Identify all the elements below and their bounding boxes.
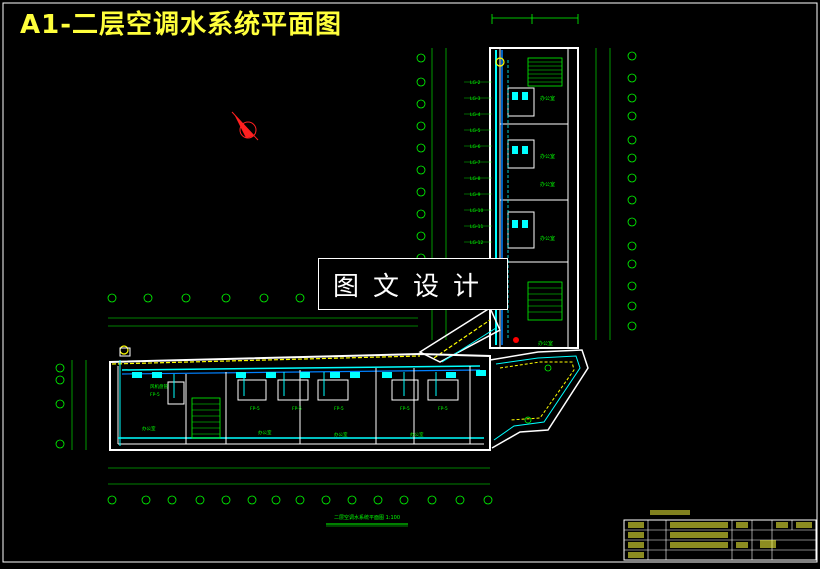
svg-text:LG-9: LG-9 xyxy=(470,192,481,198)
svg-text:FP-5: FP-5 xyxy=(400,406,410,412)
north-arrow-icon xyxy=(231,111,259,141)
svg-text:LG-6: LG-6 xyxy=(470,144,481,150)
drawing-title: A1-二层空调水系统平面图 xyxy=(20,10,343,40)
svg-text:风机盘管: 风机盘管 xyxy=(150,383,168,390)
svg-text:办公室: 办公室 xyxy=(410,431,424,438)
svg-text:办公室: 办公室 xyxy=(540,95,555,102)
svg-text:FP-5: FP-5 xyxy=(334,406,344,412)
svg-text:LG-4: LG-4 xyxy=(470,112,481,118)
svg-text:办公室: 办公室 xyxy=(258,429,272,436)
svg-text:办公室: 办公室 xyxy=(334,431,348,438)
svg-text:办公室: 办公室 xyxy=(540,235,555,242)
svg-text:办公室: 办公室 xyxy=(142,425,156,432)
svg-text:FP-5: FP-5 xyxy=(292,406,302,412)
svg-text:LG-11: LG-11 xyxy=(470,224,483,230)
watermark: 图文设计 xyxy=(318,258,508,310)
svg-text:FP-5: FP-5 xyxy=(150,392,160,398)
svg-text:LG-3: LG-3 xyxy=(470,96,481,102)
svg-text:LG-8: LG-8 xyxy=(470,176,481,182)
svg-text:LG-10: LG-10 xyxy=(470,208,483,214)
svg-text:FP-5: FP-5 xyxy=(438,406,448,412)
svg-text:办公室: 办公室 xyxy=(540,153,555,160)
connector-wing xyxy=(418,306,589,449)
svg-text:FP-5: FP-5 xyxy=(250,406,260,412)
svg-text:LG-5: LG-5 xyxy=(470,128,481,134)
title-block xyxy=(623,510,817,561)
svg-text:LG-2: LG-2 xyxy=(470,80,481,86)
svg-text:办公室: 办公室 xyxy=(538,340,553,347)
plan-caption: 二层空调水系统平面图 1:100 xyxy=(334,515,400,521)
svg-text:办公室: 办公室 xyxy=(540,181,555,188)
svg-text:LG-12: LG-12 xyxy=(470,240,483,246)
vertical-wing: 办公室 办公室 办公室 办公室 办公室 LG-2LG-3 LG-4LG-5 LG… xyxy=(416,14,637,349)
svg-text:LG-7: LG-7 xyxy=(470,160,481,166)
